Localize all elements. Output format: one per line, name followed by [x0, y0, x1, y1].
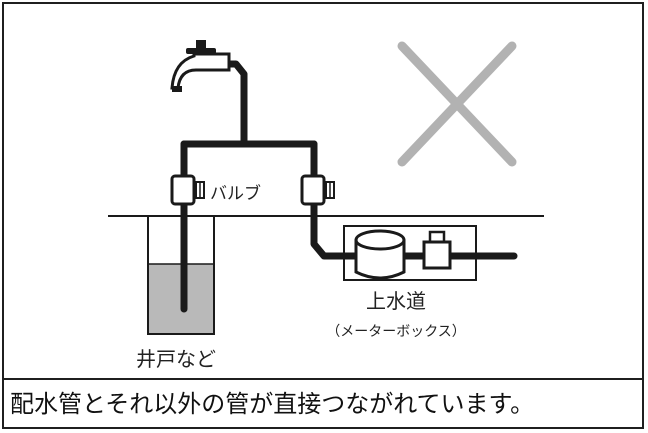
caption-divider: [2, 378, 644, 380]
stop-valve-icon: [422, 230, 452, 270]
water-supply-label: 上水道: [366, 289, 426, 313]
x-mark-icon: [397, 41, 517, 167]
valve-label: バルブ: [210, 183, 261, 204]
water-meter-icon: [354, 229, 406, 280]
diagram-frame: [2, 2, 644, 429]
valve-right-icon: [300, 174, 335, 206]
faucet-icon: [170, 40, 231, 92]
well-label: 井戸など: [136, 347, 216, 371]
cross-connection-diagram: バルブ 上水道 （メーターボックス） 井戸など: [108, 40, 544, 371]
valve-left-icon: [170, 174, 205, 206]
meter-box-label: （メーターボックス）: [326, 324, 466, 340]
caption-text: 配水管とそれ以外の管が直接つながれています。: [10, 390, 535, 418]
